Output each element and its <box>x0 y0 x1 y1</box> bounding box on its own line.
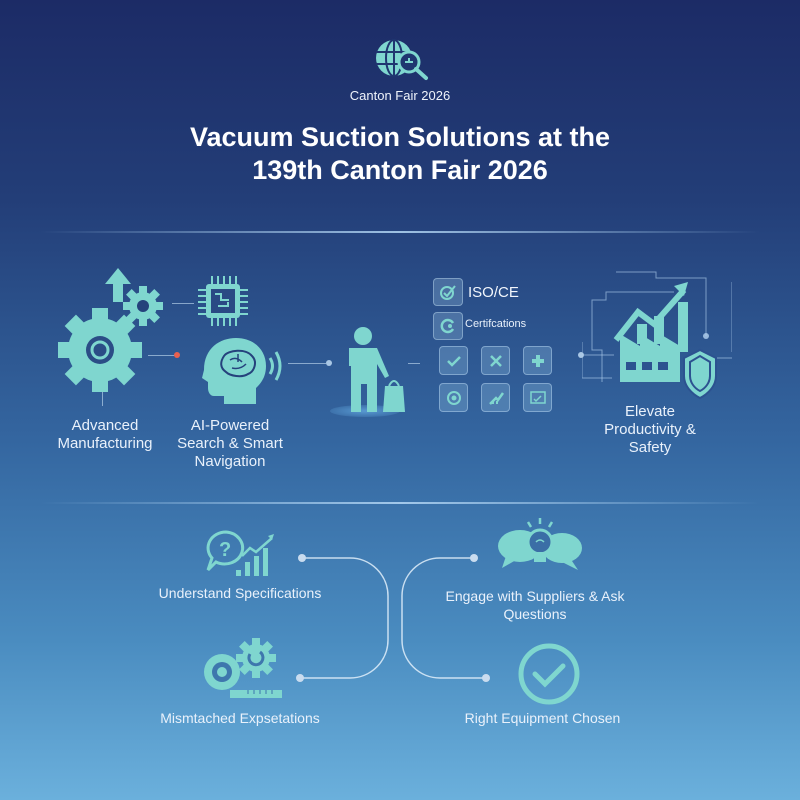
gear-target-ruler-icon <box>200 638 284 700</box>
connector-line-vertical <box>102 392 103 406</box>
circle-check-icon <box>517 642 581 706</box>
cert-badge-icon <box>433 312 463 340</box>
flow-connectors <box>290 550 510 685</box>
iso-badge-icon <box>433 278 463 306</box>
bottom-divider <box>40 502 760 504</box>
top-divider <box>40 231 760 233</box>
red-connector-dot <box>174 352 180 358</box>
iso-label: ISO/CE <box>468 284 519 301</box>
logo-label: Canton Fair 2026 <box>349 88 451 103</box>
page-title: Vacuum Suction Solutions at the 139th Ca… <box>100 121 700 187</box>
tile-check-icon <box>439 346 468 375</box>
right-equipment-label: Right Equipment Chosen <box>464 710 621 726</box>
productivity-label: Elevate Productivity & Safety <box>604 403 696 456</box>
connector-line <box>408 363 420 364</box>
question-chart-icon: ? <box>206 530 280 578</box>
factory-chart-shield-icon <box>581 262 738 402</box>
tile-tools-icon <box>481 346 510 375</box>
connector-dot <box>578 352 584 358</box>
chat-lightbulb-icon <box>496 516 586 576</box>
title-line-2: 139th Canton Fair 2026 <box>252 155 548 185</box>
connector-line <box>172 303 194 304</box>
title-line-1: Vacuum Suction Solutions at the <box>189 122 611 152</box>
understand-specs-label: Understand Specifications <box>158 585 322 601</box>
mismatched-label: Mismtached Expsetations <box>160 710 320 726</box>
chip-icon <box>196 274 250 328</box>
buyer-glow <box>330 405 400 417</box>
ai-search-label: AI-Powered Search & Smart Navigation <box>177 417 283 470</box>
tile-monitor-check-icon <box>523 383 552 412</box>
cert-label: Certifcations <box>465 318 527 330</box>
connector-line <box>288 363 326 364</box>
engage-label: Engage with Suppliers & Ask Questions <box>445 588 625 622</box>
svg-text:?: ? <box>219 539 231 561</box>
advanced-manufacturing-label: Advanced Manufacturing <box>57 417 153 452</box>
header-logo-icon <box>372 36 436 82</box>
tile-plus-icon <box>523 346 552 375</box>
tile-chart-up-icon <box>481 383 510 412</box>
brain-head-icon <box>196 336 284 406</box>
connector-line <box>148 355 176 356</box>
gears-arrow-icon <box>55 262 170 392</box>
connector-dot <box>326 360 332 366</box>
tile-lion-seal-icon <box>439 383 468 412</box>
person-shopping-bag-icon <box>345 326 407 414</box>
